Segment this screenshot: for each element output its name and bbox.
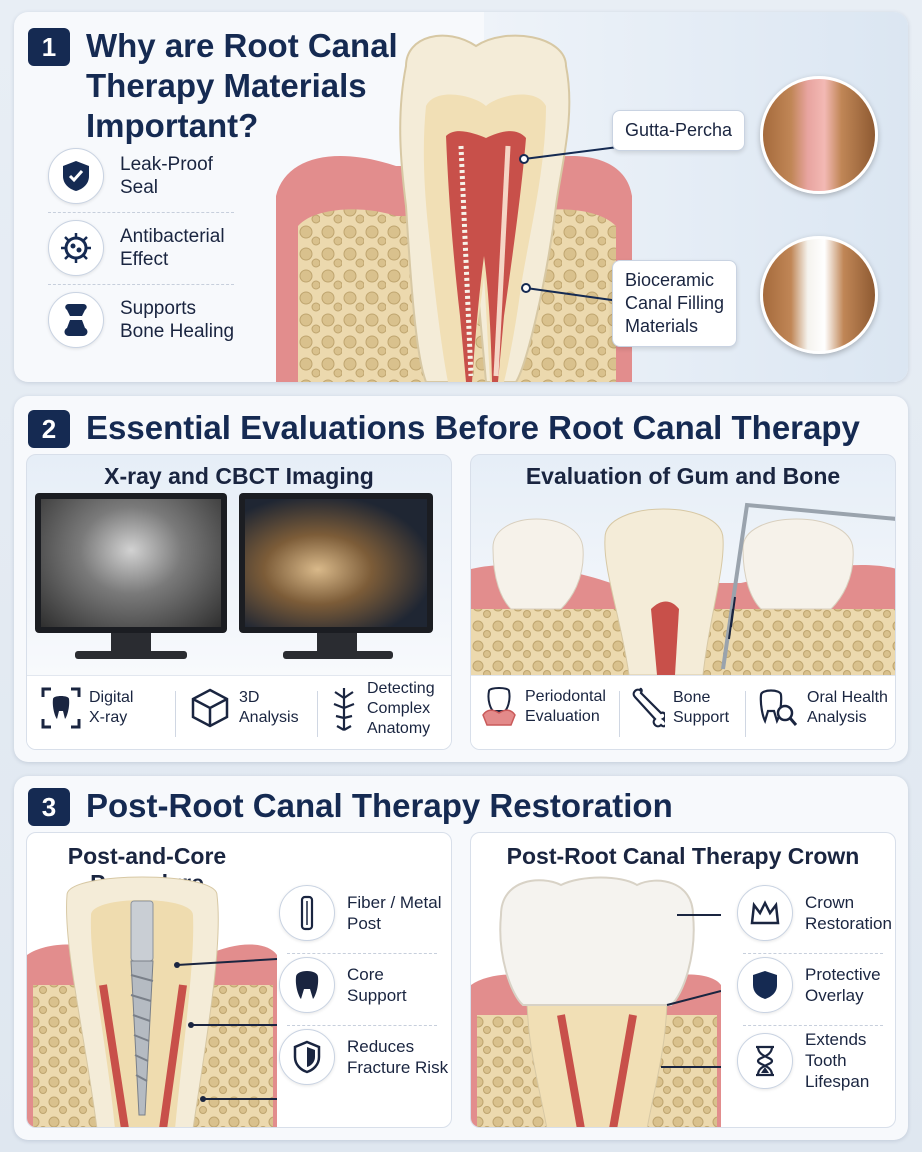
item-label: Crown Restoration <box>805 893 892 933</box>
post-core-card: Post-and-Core Procedure <box>26 832 452 1128</box>
tooth-icon <box>279 957 335 1013</box>
bone-icon <box>632 687 665 728</box>
divider <box>287 1025 437 1026</box>
divider <box>287 953 437 954</box>
item-fiber-post: Fiber / Metal Post <box>279 885 441 941</box>
item-label: Extends Tooth Lifespan <box>805 1030 870 1091</box>
shield-check-icon <box>48 148 104 204</box>
item-extends-lifespan: Extends Tooth Lifespan <box>737 1029 869 1092</box>
shield-icon <box>279 1029 335 1085</box>
root-branch-icon <box>333 688 355 731</box>
feature-label: Supports Bone Healing <box>120 298 235 342</box>
feature-bone-healing: Supports Bone Healing <box>48 292 234 348</box>
item-label: Digital X-ray <box>89 689 134 726</box>
divider <box>743 953 883 954</box>
section-1-panel: 1 Why are Root Canal Therapy Materials I… <box>14 12 908 382</box>
item-label: 3D Analysis <box>239 689 299 726</box>
item-label: Protective Overlay <box>805 965 881 1005</box>
divider <box>743 1025 883 1026</box>
item-digital-xray: Digital X-ray <box>41 687 133 729</box>
divider <box>48 284 234 285</box>
tooth-magnifier-icon <box>759 689 798 726</box>
tooth-scan-icon <box>41 687 81 729</box>
feature-antibacterial: Antibacterial Effect <box>48 220 225 276</box>
item-complex-anatomy: Detecting Complex Anatomy <box>329 679 435 739</box>
shield-icon <box>737 957 793 1013</box>
item-fracture-risk: Reduces Fracture Risk <box>279 1029 448 1085</box>
item-protective-overlay: Protective Overlay <box>737 957 881 1013</box>
item-label: Oral Health Analysis <box>807 689 888 726</box>
bioceramic-closeup-image <box>760 236 878 354</box>
card-title: Post-Root Canal Therapy Crown <box>506 843 860 869</box>
icon-strip <box>27 675 451 749</box>
card-title: X-ray and CBCT Imaging <box>104 463 374 489</box>
divider <box>619 691 620 737</box>
cube-icon <box>191 688 229 728</box>
divider <box>745 691 746 737</box>
cbct-monitor-image <box>239 493 433 659</box>
item-label: Periodontal Evaluation <box>525 688 606 725</box>
item-label: Core Support <box>347 965 407 1005</box>
item-periodontal: Periodontal Evaluation <box>481 687 606 727</box>
feature-label: Leak-Proof Seal <box>120 154 213 198</box>
item-crown-restoration: Crown Restoration <box>737 885 892 941</box>
section-number: 3 <box>28 788 70 826</box>
divider <box>317 691 318 737</box>
item-bone-support: Bone Support <box>631 687 729 729</box>
item-3d-analysis: 3D Analysis <box>189 687 299 729</box>
item-label: Reduces Fracture Risk <box>347 1037 449 1077</box>
section-title: Essential Evaluations Before Root Canal … <box>86 409 860 446</box>
gum-bone-illustration <box>471 502 895 675</box>
item-label: Detecting Complex Anatomy <box>367 680 435 737</box>
xray-monitor-image <box>35 493 227 659</box>
item-oral-health: Oral Health Analysis <box>757 687 888 729</box>
divider <box>48 212 234 213</box>
item-label: Fiber / Metal Post <box>347 893 442 933</box>
crown-card: Post-Root Canal Therapy Crown Crown Rest… <box>470 832 896 1128</box>
section-2-panel: 2 Essential Evaluations Before Root Cana… <box>14 396 908 762</box>
bone-joint-icon <box>48 292 104 348</box>
crown-icon <box>737 885 793 941</box>
icon-strip <box>471 675 895 749</box>
feature-leak-proof: Leak-Proof Seal <box>48 148 213 204</box>
post-core-illustration <box>27 876 277 1127</box>
section-number: 2 <box>28 410 70 448</box>
post-icon <box>279 885 335 941</box>
feature-label: Antibacterial Effect <box>120 226 225 270</box>
crown-illustration <box>471 876 721 1127</box>
section-number: 1 <box>28 28 70 66</box>
bacteria-icon <box>48 220 104 276</box>
section-title: Why are Root Canal Therapy Materials Imp… <box>86 27 398 144</box>
tooth-cross-section-illustration <box>276 34 632 382</box>
hourglass-icon <box>737 1032 793 1089</box>
card-title: Evaluation of Gum and Bone <box>525 463 841 489</box>
gum-icon <box>482 687 516 726</box>
section-3-panel: 3 Post-Root Canal Therapy Restoration Po… <box>14 776 908 1140</box>
section-title: Post-Root Canal Therapy Restoration <box>86 787 673 824</box>
callout-bioceramic: Bioceramic Canal Filling Materials <box>612 260 738 347</box>
gutta-percha-closeup-image <box>760 76 878 194</box>
callout-gutta-percha: Gutta-Percha <box>612 110 746 151</box>
gum-bone-card: Evaluation of Gum and Bone Periodontal E… <box>470 454 896 750</box>
divider <box>175 691 176 737</box>
imaging-card: X-ray and CBCT Imaging Digital X-ray 3D … <box>26 454 452 750</box>
item-core-support: Core Support <box>279 957 407 1013</box>
item-label: Bone Support <box>673 689 730 726</box>
